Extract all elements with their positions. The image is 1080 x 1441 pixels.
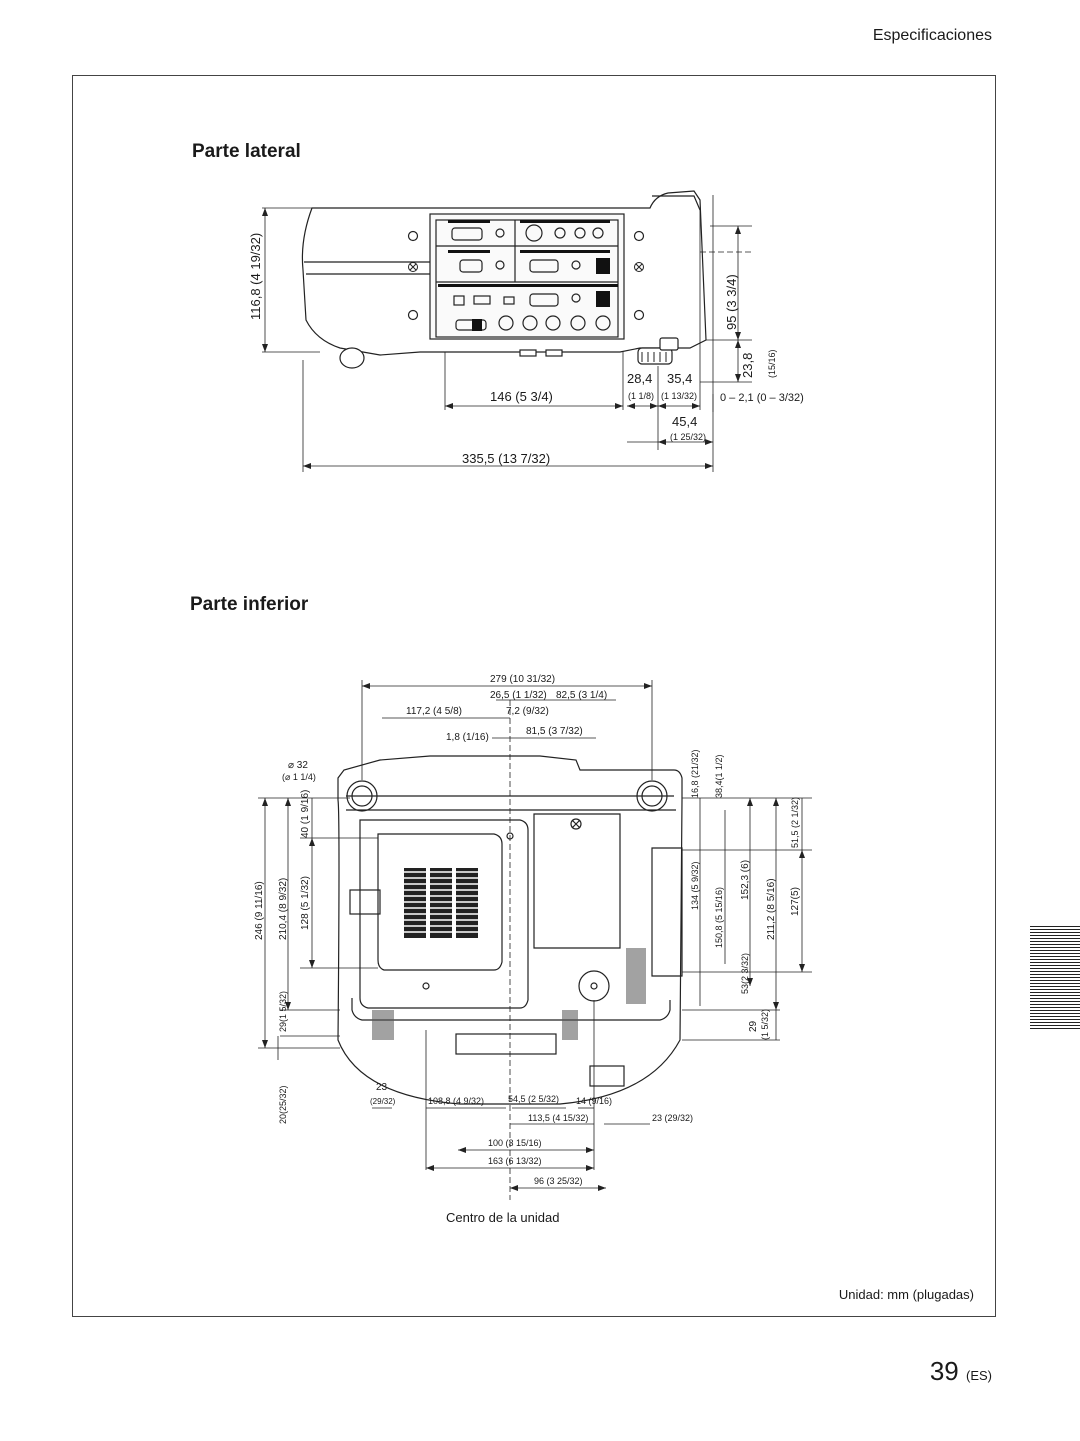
dim-113-5: 113,5 (4 15/32) [528,1113,588,1123]
dim-16-8: 16,8 (21/32) [690,749,700,798]
dim-23-in: (29/32) [370,1097,396,1106]
dim-54-5: 54,5 (2 5/32) [508,1094,559,1104]
dim-134: 134 (5 9/32) [690,861,700,910]
dim-dia-32-in: (⌀ 1 1/4) [282,772,316,782]
dim-total-len: 335,5 (13 7/32) [462,451,550,466]
dim-45-4-in: (1 25/32) [670,432,706,442]
dim-23: 23 [376,1082,388,1093]
bottom-view-drawing: 279 (10 31/32) 26,5 (1 1/32) 82,5 (3 1/4… [254,674,812,1200]
dim-28-4: 28,4 [627,371,652,386]
side-view-drawing: 116,8 (4 19/32) 146 (5 3/4) 335,5 (13 7/… [248,190,804,472]
side-view-title: Parte lateral [192,141,301,162]
dim-40: 40 (1 9/16) [300,790,311,838]
dim-210-4: 210,4 (8 9/32) [278,878,289,940]
dim-35-4-in: (1 13/32) [661,391,697,401]
dim-20: 20(25/32) [278,1085,288,1124]
dim-117-2: 117,2 (4 5/8) [406,706,462,717]
dim-127: 127(5) [790,887,801,916]
section-header: Especificaciones [872,27,992,44]
dim-7-2: 7,2 (9/32) [506,706,549,717]
dim-29-right-in: (1 5/32) [760,1009,770,1040]
dim-height: 116,8 (4 19/32) [248,233,263,320]
dim-81-5: 81,5 (3 7/32) [526,726,583,737]
dim-150-8: 150,8 (5 15/16) [714,887,724,948]
page-number: 39 (ES) [930,1356,992,1387]
dim-82-5: 82,5 (3 1/4) [556,690,607,701]
dim-128: 128 (5 1/32) [300,876,311,930]
dim-95: 95 (3 3/4) [724,274,739,330]
dim-29-right: 29 [748,1020,759,1032]
dim-108-8: 108,8 (4 9/32) [428,1096,484,1106]
dim-14: 14 (9/16) [576,1096,612,1106]
dim-152-3: 152,3 (6) [740,860,751,900]
content-frame [72,75,996,1317]
dim-foot: 0 – 2,1 (0 – 3/32) [720,392,804,404]
dim-35-4: 35,4 [667,371,692,386]
dim-45-4: 45,4 [672,414,697,429]
dim-1-8: 1,8 (1/16) [446,732,489,743]
page-number-value: 39 [929,1356,959,1386]
dim-front-len: 146 (5 3/4) [490,389,553,404]
units-note: Unidad: mm (plugadas) [838,1287,974,1302]
dim-23-right: 23 (29/32) [652,1113,693,1123]
page-lang: (ES) [966,1368,992,1383]
dim-53: 53(2 3/32) [740,953,750,994]
dim-163: 163 (6 13/32) [488,1156,542,1166]
dim-38-4: 38,4(1 1/2) [714,754,724,798]
dim-279: 279 (10 31/32) [490,674,555,685]
dim-29-left: 29(1 5/32) [278,991,288,1032]
bottom-view-title: Parte inferior [190,594,309,615]
dim-96: 96 (3 25/32) [534,1176,583,1186]
dim-26-5: 26,5 (1 1/32) [490,690,547,701]
dim-28-4-in: (1 1/8) [628,391,654,401]
dim-51-5: 51,5 (2 1/32) [790,797,800,848]
dim-100: 100 (3 15/16) [488,1138,542,1148]
dim-23-8: 23,8 [740,353,755,378]
dim-23-8-in: (15/16) [767,349,777,378]
chapter-tab-marker [1030,926,1080,1030]
dim-211-2: 211,2 (8 5/16) [766,878,777,940]
center-label: Centro de la unidad [446,1210,560,1225]
dim-246: 246 (9 11/16) [254,881,265,940]
dim-dia-32: ⌀ 32 [288,760,308,771]
